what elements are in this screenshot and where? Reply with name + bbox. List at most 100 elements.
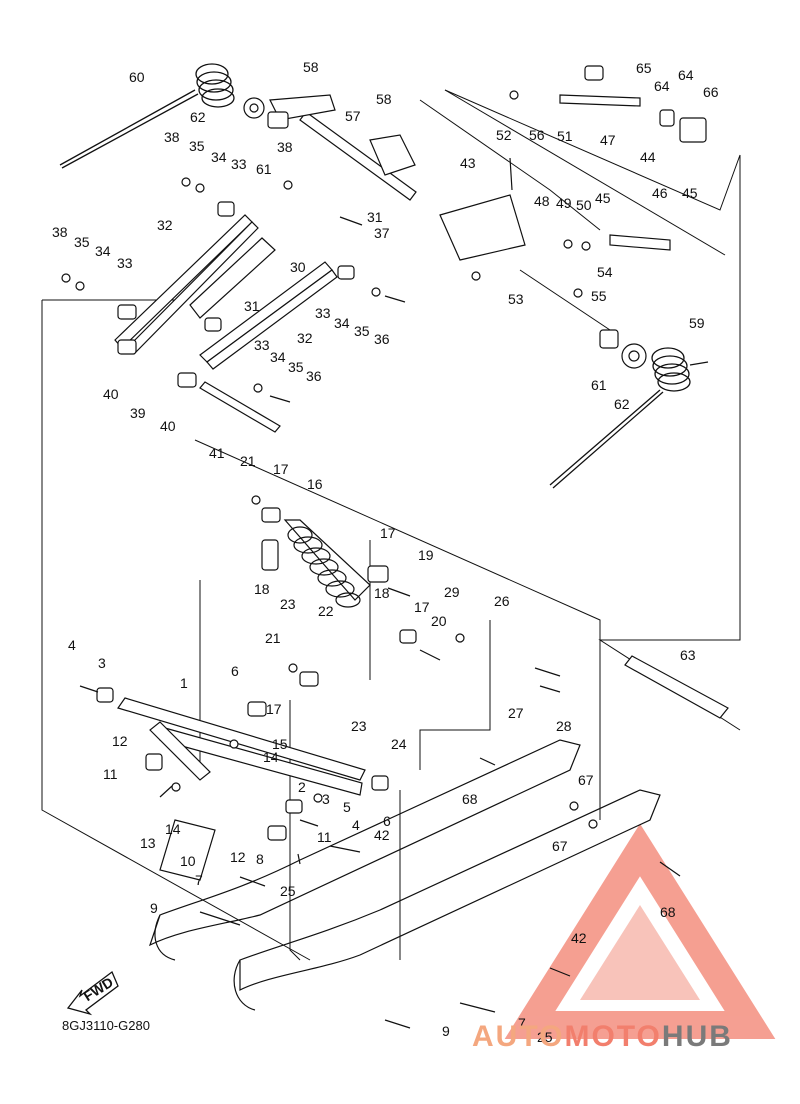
part-label: 66	[703, 84, 719, 100]
part-label: 24	[391, 736, 407, 752]
part-label: 12	[112, 733, 128, 749]
part-labels: 1 2 3 3 4 4 5 6 6 7 7 8 9 9 10 11 11 12 …	[52, 59, 719, 1045]
part-label: 25	[537, 1029, 553, 1045]
part-label: 64	[678, 67, 694, 83]
watermark-hub: HUB	[661, 1020, 733, 1053]
part-label: 11	[103, 766, 118, 782]
part-label: 67	[552, 838, 568, 854]
part-label: 61	[256, 161, 272, 177]
part-label: 43	[460, 155, 476, 171]
part-label: 21	[265, 630, 281, 646]
part-label: 44	[640, 149, 656, 165]
part-label: 22	[318, 603, 334, 619]
part-label: 15	[272, 736, 288, 752]
watermark-triangle	[504, 823, 776, 1039]
part-label: 34	[95, 243, 111, 259]
part-label: 33	[254, 337, 270, 353]
part-label: 14	[165, 821, 181, 837]
part-label: 17	[273, 461, 289, 477]
diagram-code: 8GJ3110-G280	[62, 1018, 150, 1033]
part-label: 26	[494, 593, 510, 609]
part-label: 52	[496, 127, 512, 143]
part-label: 42	[571, 930, 587, 946]
part-label: 4	[68, 637, 76, 653]
part-label: 19	[418, 547, 434, 563]
leader-lines	[41, 89, 741, 961]
part-label: 2	[298, 779, 306, 795]
part-label: 40	[103, 386, 119, 402]
part-label: 33	[315, 305, 331, 321]
part-label: 9	[150, 900, 158, 916]
part-label: 1	[180, 675, 188, 691]
part-label: 36	[374, 331, 390, 347]
part-label: 51	[557, 128, 573, 144]
part-label: 11	[317, 829, 332, 845]
part-label: 17	[380, 525, 396, 541]
part-label: 35	[189, 138, 205, 154]
part-label: 60	[129, 69, 145, 85]
part-label: 42	[374, 827, 390, 843]
torsion-spring-left	[59, 63, 235, 169]
part-label: 21	[240, 453, 256, 469]
shock-absorber	[287, 526, 361, 608]
part-label: 59	[689, 315, 705, 331]
part-label: 33	[117, 255, 133, 271]
part-label: 18	[374, 585, 390, 601]
part-label: 9	[442, 1023, 450, 1039]
part-label: 32	[157, 217, 173, 233]
part-label: 63	[680, 647, 696, 663]
watermark-auto: AUTO	[472, 1020, 565, 1053]
part-label: 13	[140, 835, 156, 851]
part-label: 28	[556, 718, 572, 734]
part-label: 47	[600, 132, 616, 148]
part-label: 17	[266, 701, 282, 717]
part-label: 18	[254, 581, 270, 597]
part-label: 46	[652, 185, 668, 201]
part-label: 41	[209, 445, 225, 461]
part-label: 35	[354, 323, 370, 339]
part-label: 65	[636, 60, 652, 76]
part-label: 62	[614, 396, 630, 412]
part-label: 34	[334, 315, 350, 331]
part-label: 54	[597, 264, 613, 280]
part-label: 36	[306, 368, 322, 384]
part-label: 38	[52, 224, 68, 240]
part-label: 56	[529, 127, 545, 143]
part-label: 20	[431, 613, 447, 629]
part-label: 4	[352, 817, 360, 833]
part-label: 58	[376, 91, 392, 107]
washers	[75, 90, 647, 829]
part-label: 57	[345, 108, 361, 124]
part-label: 38	[164, 129, 180, 145]
part-label: 35	[288, 359, 304, 375]
watermark-logo: AUTOMOTOHUB	[472, 1020, 733, 1054]
part-label: 16	[307, 476, 323, 492]
part-label: 29	[444, 584, 460, 600]
part-label: 5	[343, 799, 351, 815]
part-label: 45	[595, 190, 611, 206]
part-label: 17	[414, 599, 430, 615]
part-label: 34	[270, 349, 286, 365]
part-label: 8	[256, 851, 264, 867]
part-label: 6	[231, 663, 239, 679]
part-label: 30	[290, 259, 306, 275]
part-label: 64	[654, 78, 670, 94]
part-label: 68	[660, 904, 676, 920]
part-label: 23	[351, 718, 367, 734]
part-label: 50	[576, 197, 592, 213]
part-label: 61	[591, 377, 607, 393]
part-label: 33	[231, 156, 247, 172]
part-label: 31	[244, 298, 260, 314]
part-label: 40	[160, 418, 176, 434]
part-label: 62	[190, 109, 206, 125]
part-label: 31	[367, 209, 383, 225]
part-label: 39	[130, 405, 146, 421]
part-label: 3	[322, 791, 330, 807]
part-label: 34	[211, 149, 227, 165]
part-label: 49	[556, 195, 572, 211]
part-label: 6	[383, 813, 391, 829]
part-label: 25	[280, 883, 296, 899]
part-label: 37	[374, 225, 390, 241]
slide-rails	[148, 739, 661, 1011]
